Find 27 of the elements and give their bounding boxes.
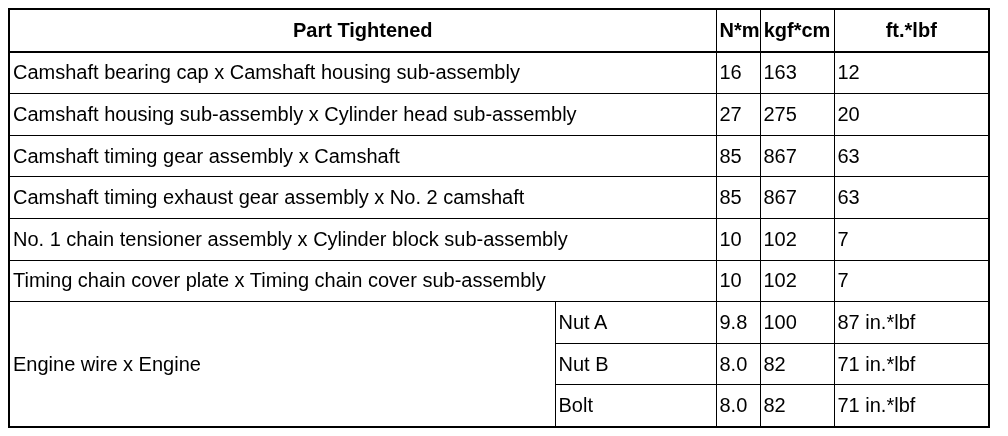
table-cell: 9.8: [716, 301, 760, 344]
table-cell: Nut B: [555, 343, 716, 385]
column-header: Part Tightened: [9, 9, 716, 52]
table-cell: 102: [760, 260, 834, 302]
table-cell: 82: [760, 343, 834, 385]
table-cell: Timing chain cover plate x Timing chain cover sub-assembly: [9, 260, 716, 302]
table-cell: 275: [760, 93, 834, 136]
table-cell: 27: [716, 93, 760, 136]
table-cell: Nut A: [555, 301, 716, 344]
table-cell: 85: [716, 176, 760, 219]
table-cell: 100: [760, 301, 834, 344]
table-cell: 16: [716, 51, 760, 94]
table-cell: Camshaft timing gear assembly x Camshaft: [9, 135, 716, 177]
column-header: N*m: [716, 9, 760, 52]
table-cell: 85: [716, 135, 760, 177]
table-cell: Camshaft timing exhaust gear assembly x No. 2 camshaft: [9, 176, 716, 219]
table-cell: Camshaft bearing cap x Camshaft housing sub-assembly: [9, 51, 716, 94]
column-header: kgf*cm: [760, 9, 834, 52]
table-cell: 10: [716, 260, 760, 302]
table-cell: 8.0: [716, 343, 760, 385]
table-cell: 867: [760, 135, 834, 177]
table-cell: 867: [760, 176, 834, 219]
table-cell: 10: [716, 218, 760, 261]
table-cell: 163: [760, 51, 834, 94]
table-cell: Camshaft housing sub-assembly x Cylinder head sub-assembly: [9, 93, 716, 136]
table-cell: No. 1 chain tensioner assembly x Cylinder block sub-assembly: [9, 218, 716, 261]
table-cell: 102: [760, 218, 834, 261]
